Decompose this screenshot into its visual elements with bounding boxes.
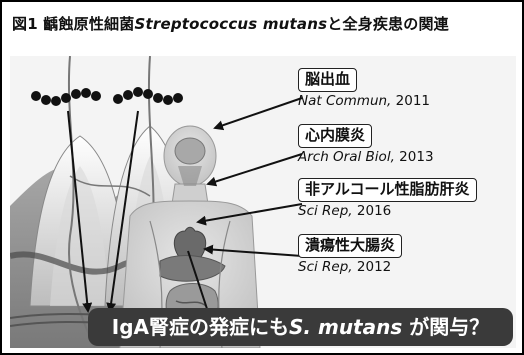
citation-year: 2012 xyxy=(357,259,391,275)
arrow-to-heart xyxy=(208,154,302,184)
title-suffix: と全身疾患の関連 xyxy=(327,15,449,33)
bacteria-chain-right xyxy=(113,87,183,105)
bacteria-chain-left xyxy=(31,88,101,106)
iga-nephropathy-banner: IgA腎症の発症にもS. mutans が関与？ xyxy=(88,308,513,346)
disease-label-endocarditis: 心内膜炎 xyxy=(298,124,372,148)
disease-label-nash: 非アルコール性脂肪肝炎 xyxy=(298,178,477,202)
banner-prefix: IgA腎症の発症にも xyxy=(112,315,289,339)
citation-journal: Sci Rep, xyxy=(298,259,353,275)
disease-label-ulcerative-colitis: 潰瘍性大腸炎 xyxy=(298,234,402,258)
banner-species: S. mutans xyxy=(289,315,402,339)
citation-year: 2013 xyxy=(399,149,433,165)
banner-suffix: が関与？ xyxy=(402,315,489,339)
citation-brain-hemorrhage: Nat Commun, 2011 xyxy=(298,93,430,109)
title-prefix: 図1 齲蝕原性細菌 xyxy=(12,15,134,33)
citation-journal: Arch Oral Biol, xyxy=(298,149,395,165)
arrow-to-brain xyxy=(215,98,302,128)
disease-label-brain-hemorrhage: 脳出血 xyxy=(298,68,357,92)
illustration-panel: 脳出血 Nat Commun, 2011 心内膜炎 Arch Oral Biol… xyxy=(10,56,516,348)
citation-endocarditis: Arch Oral Biol, 2013 xyxy=(298,149,434,165)
citation-ulcerative-colitis: Sci Rep, 2012 xyxy=(298,259,391,275)
citation-year: 2011 xyxy=(396,93,430,109)
title-species: Streptococcus mutans xyxy=(134,15,327,33)
citation-journal: Sci Rep, xyxy=(298,203,353,219)
illustration-art xyxy=(10,56,516,348)
figure-title: 図1 齲蝕原性細菌Streptococcus mutansと全身疾患の関連 xyxy=(12,13,449,34)
citation-nash: Sci Rep, 2016 xyxy=(298,203,391,219)
citation-journal: Nat Commun, xyxy=(298,93,391,109)
citation-year: 2016 xyxy=(357,203,391,219)
